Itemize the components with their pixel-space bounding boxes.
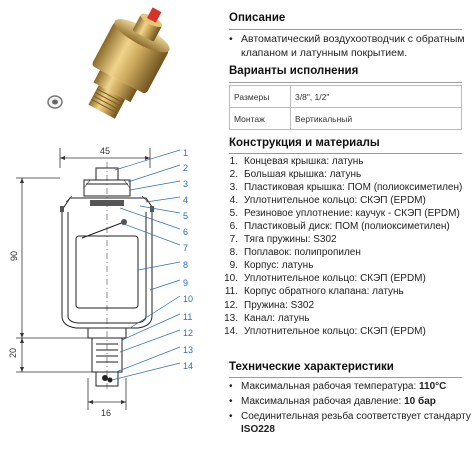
- spec-value: 10 бар: [404, 396, 436, 407]
- callout-number: 13: [183, 345, 193, 355]
- list-item: 9. Корпус: латунь: [224, 259, 462, 272]
- bullet: •: [229, 33, 233, 45]
- callout-number: 4: [183, 195, 188, 205]
- product-photo: [47, 7, 170, 119]
- dim-width: 45: [100, 146, 110, 156]
- callout-number: 14: [183, 361, 193, 371]
- list-item: Максимальная рабочая температура: 110°C: [229, 380, 471, 393]
- item-text: Тяга пружины: S302: [244, 234, 337, 246]
- item-text: Уплотнительное кольцо: СКЭП (EPDM): [244, 325, 426, 337]
- variants-table: Размеры 3/8", 1/2" Монтаж Вертикальный: [229, 85, 462, 130]
- callout-number: 5: [183, 211, 188, 221]
- specs-list: Максимальная рабочая температура: 110°C …: [229, 380, 471, 438]
- callout-number: 10: [183, 294, 193, 304]
- list-item: Соединительная резьба соответствует стан…: [229, 410, 471, 436]
- item-text: Резиновое уплотнение: каучук - СКЭП (EPD…: [244, 208, 460, 220]
- item-number: 2.: [229, 169, 238, 181]
- item-number: 13.: [224, 312, 238, 324]
- table-cell: Вертикальный: [290, 107, 462, 130]
- list-item: 1. Концевая крышка: латунь: [224, 155, 462, 168]
- construction-heading: Конструкция и материалы: [229, 137, 380, 149]
- item-text: Пластиковая крышка: ПОМ (полиоксиметилен…: [244, 182, 463, 194]
- item-number: 4.: [229, 195, 238, 207]
- divider: [229, 82, 462, 83]
- list-item: 13. Канал: латунь: [224, 312, 462, 325]
- dim-bottom: 20: [8, 348, 18, 358]
- dim-thread: 16: [101, 408, 111, 418]
- item-number: 10.: [224, 273, 238, 285]
- list-item: 2. Большая крышка: латунь: [224, 168, 462, 181]
- item-text: Уплотнительное кольцо: СКЭП (EPDM): [244, 195, 426, 207]
- callout-number: 2: [183, 163, 188, 173]
- parts-list: 1. Концевая крышка: латунь 2. Большая крышк…: [224, 155, 462, 338]
- callout-number: 8: [183, 260, 188, 270]
- divider: [229, 377, 462, 378]
- list-item: 11. Корпус обратного клапана: латунь: [224, 285, 462, 298]
- dim-height: 90: [9, 251, 19, 261]
- list-item: 14. Уплотнительное кольцо: СКЭП (EPDM): [224, 325, 462, 338]
- table-cell: Размеры: [229, 85, 291, 108]
- description-line: клапаном и латунным покрытием.: [241, 47, 408, 59]
- list-item: 5. Резиновое уплотнение: каучук - СКЭП (E…: [224, 207, 462, 220]
- item-number: 1.: [229, 156, 238, 167]
- item-text: Корпус обратного клапана: латунь: [244, 286, 404, 298]
- list-item: 6. Пластиковый диск: ПОМ (полиоксиметилен…: [224, 220, 462, 233]
- callout-number: 7: [183, 243, 188, 253]
- table-cell: Монтаж: [229, 107, 291, 130]
- table-row: Размеры 3/8", 1/2": [229, 85, 462, 108]
- item-number: 6.: [229, 221, 238, 233]
- item-number: 5.: [229, 208, 238, 220]
- item-text: Поплавок: полипропилен: [244, 247, 361, 259]
- spec-value: 110°C: [419, 381, 447, 392]
- item-number: 7.: [229, 234, 238, 246]
- description-heading: Описание: [229, 12, 286, 24]
- list-item: 10. Уплотнительное кольцо: СКЭП (EPDM): [224, 272, 462, 285]
- callout-number: 3: [183, 179, 188, 189]
- item-number: 14.: [224, 325, 238, 337]
- variants-heading: Варианты исполнения: [229, 65, 359, 77]
- item-number: 8.: [229, 247, 238, 259]
- item-text: Концевая крышка: латунь: [244, 156, 364, 167]
- item-number: 11.: [224, 286, 238, 298]
- description-line: Автоматический воздухоотводчик с обратны…: [241, 33, 465, 45]
- table-cell: 3/8", 1/2": [290, 85, 462, 108]
- list-item: 8. Поплавок: полипропилен: [224, 246, 462, 259]
- item-text: Уплотнительное кольцо: СКЭП (EPDM): [244, 273, 426, 285]
- list-item: 3. Пластиковая крышка: ПОМ (полиоксиметил…: [224, 181, 463, 194]
- list-item: 12. Пружина: S302: [224, 299, 462, 312]
- callout-number: 1: [183, 148, 188, 158]
- callout-number: 12: [183, 328, 193, 338]
- specs-heading: Технические характеристики: [229, 361, 394, 373]
- item-text: Корпус: латунь: [244, 260, 314, 272]
- divider: [229, 29, 462, 30]
- item-number: 9.: [229, 260, 238, 272]
- item-number: 3.: [229, 182, 238, 194]
- spec-value: ISO228: [241, 424, 275, 435]
- callout-number: 9: [183, 278, 188, 288]
- item-text: Пружина: S302: [244, 299, 315, 311]
- callout-number: 11: [183, 312, 192, 322]
- technical-drawing: 45 90 20 16: [8, 146, 193, 418]
- item-text: Пластиковый диск: ПОМ (полиоксиметилен): [244, 221, 450, 233]
- item-text: Большая крышка: латунь: [244, 169, 362, 181]
- divider: [229, 153, 462, 154]
- table-row: Монтаж Вертикальный: [229, 107, 462, 130]
- item-number: 12.: [224, 299, 238, 311]
- list-item: 4. Уплотнительное кольцо: СКЭП (EPDM): [224, 194, 462, 207]
- item-text: Канал: латунь: [244, 312, 310, 324]
- list-item: 7. Тяга пружины: S302: [224, 233, 462, 246]
- description-text: • Автоматический воздухоотводчик с обрат…: [229, 32, 469, 60]
- callout-number: 6: [183, 227, 188, 237]
- list-item: Максимальная рабочая давление: 10 бар: [229, 395, 471, 408]
